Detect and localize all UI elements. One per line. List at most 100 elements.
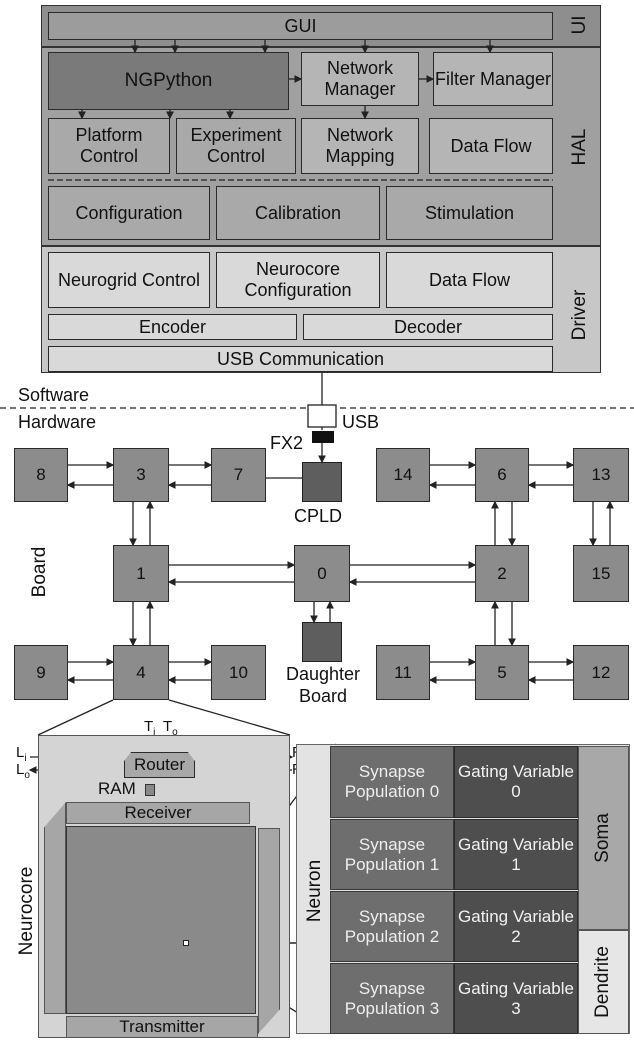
lo-sub: o <box>24 770 30 781</box>
filter-manager-box: Filter Manager <box>433 52 553 106</box>
soma-label: Soma <box>592 813 613 863</box>
chip-5: 5 <box>475 645 529 700</box>
lo-label: Lo <box>16 761 30 781</box>
neurocore-configuration-label: Neurocore Configuration <box>244 259 352 300</box>
gating-variable-1: Gating Variable 1 <box>454 819 578 890</box>
gui-box: GUI <box>48 12 553 40</box>
synapse-array <box>66 826 256 1014</box>
filter-manager-label: Filter Manager <box>434 68 552 89</box>
decoder-box: Decoder <box>303 314 553 340</box>
chip-label: 14 <box>393 465 413 485</box>
dendrite-box <box>578 930 629 1034</box>
ti-sub: i <box>153 727 156 738</box>
neuron-label: Neuron <box>304 859 325 923</box>
encoder-box: Encoder <box>48 314 297 340</box>
li-label: Li <box>16 744 27 764</box>
configuration-box: Configuration <box>48 186 210 240</box>
daughter-board-label: Daughter Board <box>285 664 361 706</box>
chip-8: 8 <box>14 448 68 502</box>
experiment-control-box: Experiment Control <box>176 118 296 174</box>
chip-10: 10 <box>211 645 266 700</box>
calibration-label: Calibration <box>254 202 342 223</box>
calibration-box: Calibration <box>216 186 380 240</box>
chip-3: 3 <box>113 448 169 502</box>
stimulation-label: Stimulation <box>424 202 515 223</box>
synapse-label: Synapse Population 0 <box>344 762 440 801</box>
cpld-chip <box>302 462 342 502</box>
chip-1: 1 <box>113 545 169 602</box>
configuration-label: Configuration <box>75 202 183 223</box>
neurocore-label: Neurocore <box>16 866 37 956</box>
driver-data-flow-label: Data Flow <box>428 269 511 290</box>
ram-block <box>145 784 155 796</box>
transmitter-box: Transmitter <box>66 1016 258 1038</box>
network-manager-box: Network Manager <box>301 52 419 106</box>
chip-0: 0 <box>294 545 350 602</box>
neurogrid-control-box: Neurogrid Control <box>48 252 210 308</box>
chip-12: 12 <box>573 645 629 700</box>
synapse-population-0: Synapse Population 0 <box>330 746 454 818</box>
fx2-label: FX2 <box>270 433 304 453</box>
to-label: To <box>163 718 178 738</box>
ngpython-box: NGPython <box>48 52 289 110</box>
chip-6: 6 <box>475 448 529 502</box>
chip-9: 9 <box>14 645 68 700</box>
chip-label: 1 <box>136 563 146 583</box>
chip-15: 15 <box>573 545 629 602</box>
gating-label: Gating Variable 0 <box>458 762 574 801</box>
gating-label: Gating Variable 1 <box>458 834 574 874</box>
gating-label: Gating Variable 2 <box>458 906 574 946</box>
receiver-label: Receiver <box>124 803 192 823</box>
li-letter: L <box>16 744 25 761</box>
gating-label: Gating Variable 3 <box>458 978 574 1018</box>
li-sub: i <box>24 753 27 764</box>
chip-label: 4 <box>136 662 146 682</box>
daughter-board-chip <box>302 622 342 662</box>
cpld-label: CPLD <box>294 506 343 526</box>
left-receiver-strip <box>44 802 66 1014</box>
encoder-label: Encoder <box>138 316 207 337</box>
chip-label: 10 <box>229 662 248 682</box>
usb-communication-label: USB Communication <box>216 348 385 369</box>
ram-label: RAM <box>98 779 136 798</box>
chip-13: 13 <box>573 448 629 502</box>
synapse-label: Synapse Population 2 <box>344 906 440 946</box>
router-label: Router <box>133 755 186 775</box>
ngpython-label: NGPython <box>124 70 213 92</box>
right-transmitter-strip <box>258 828 280 1034</box>
neuron-dot <box>183 940 189 946</box>
stimulation-box: Stimulation <box>386 186 553 240</box>
lo-letter: L <box>16 761 25 778</box>
chip-4: 4 <box>113 645 169 700</box>
chip-label: 7 <box>233 465 244 485</box>
gating-variable-0: Gating Variable 0 <box>454 746 578 818</box>
soma-box <box>578 746 629 930</box>
ti-label: Ti <box>144 718 155 738</box>
network-mapping-box: Network Mapping <box>301 118 419 174</box>
chip-label: 9 <box>36 662 46 682</box>
chip-label: 0 <box>317 563 327 583</box>
neurogrid-control-label: Neurogrid Control <box>57 269 201 290</box>
chip-11: 11 <box>376 645 430 700</box>
to-sub: o <box>172 727 178 738</box>
hal-data-flow-label: Data Flow <box>450 135 532 156</box>
gui-label: GUI <box>284 15 317 36</box>
synapse-population-3: Synapse Population 3 <box>330 963 454 1034</box>
ti-letter: T <box>144 718 154 735</box>
chip-label: 2 <box>497 563 507 583</box>
synapse-population-2: Synapse Population 2 <box>330 891 454 962</box>
synapse-label: Synapse Population 1 <box>344 834 440 874</box>
software-label: Software <box>18 385 90 405</box>
decoder-label: Decoder <box>393 316 463 337</box>
to-letter: T <box>163 718 173 735</box>
receiver-box: Receiver <box>66 802 250 824</box>
synapse-label: Synapse Population 3 <box>344 978 440 1018</box>
chip-label: 5 <box>497 662 507 682</box>
synapse-population-1: Synapse Population 1 <box>330 819 454 890</box>
transmitter-label: Transmitter <box>119 1017 205 1037</box>
chip-label: 8 <box>36 465 46 485</box>
chip-label: 13 <box>591 465 611 485</box>
chip-14: 14 <box>376 448 430 502</box>
gating-variable-3: Gating Variable 3 <box>454 963 578 1034</box>
